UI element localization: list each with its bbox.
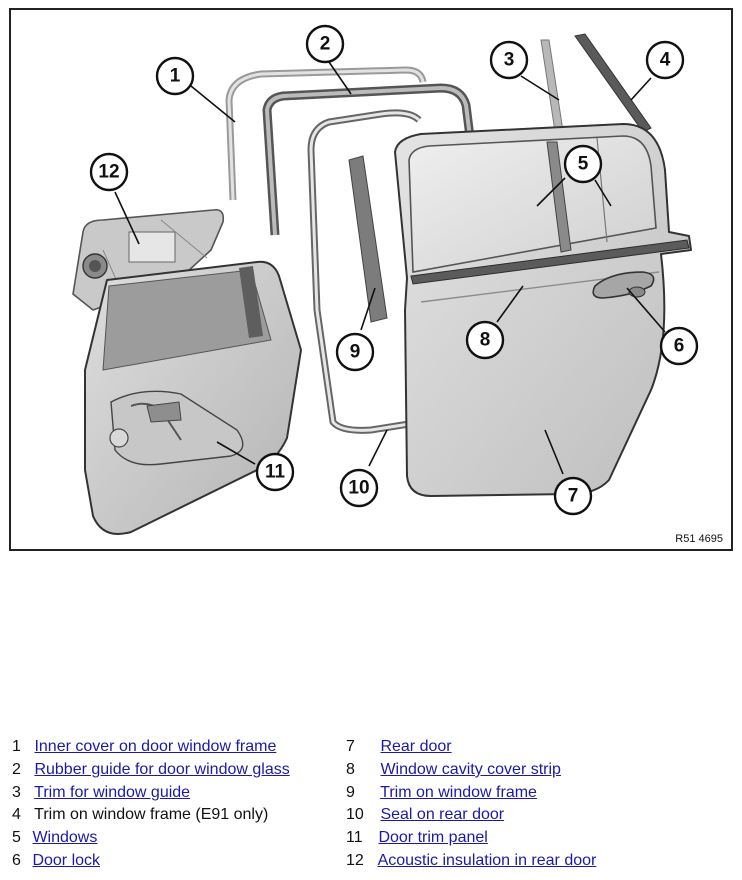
exploded-door-diagram: 1 2 3 4 5 6 7 8: [9, 8, 733, 551]
legend-item-10: 10 Seal on rear door: [346, 804, 504, 826]
leader-9: [360, 287, 376, 331]
legend-link-door-lock[interactable]: Door lock: [32, 852, 101, 869]
legend-link-rear-door[interactable]: Rear door: [380, 738, 452, 755]
legend-number: 4: [12, 806, 21, 823]
legend-item-3: 3 Trim for window guide: [12, 782, 190, 804]
legend-item-1: 1 Inner cover on door window frame: [12, 736, 276, 758]
callout-1: 1: [155, 56, 195, 96]
legend-text-window-frame-trim-e91: Trim on window frame (E91 only): [34, 806, 269, 823]
legend-number: 6: [12, 852, 21, 869]
callout-11: 11: [255, 452, 295, 492]
legend-number: 2: [12, 761, 21, 778]
callout-12: 12: [89, 152, 129, 192]
legend-number: 3: [12, 784, 21, 801]
svg-text:11: 11: [265, 462, 286, 483]
svg-text:8: 8: [480, 330, 491, 351]
legend-number: 5: [12, 829, 21, 846]
callout-9: 9: [335, 332, 375, 372]
legend-item-9: 9 Trim on window frame: [346, 782, 537, 804]
leader-12: [114, 191, 140, 245]
legend-link-rubber-guide[interactable]: Rubber guide for door window glass: [34, 761, 290, 778]
legend-number: 1: [12, 738, 21, 755]
leader-3: [520, 75, 560, 101]
svg-text:10: 10: [348, 478, 369, 499]
legend-item-8: 8 Window cavity cover strip: [346, 759, 561, 781]
svg-text:12: 12: [98, 162, 119, 183]
callout-10: 10: [339, 468, 379, 508]
svg-text:2: 2: [320, 34, 331, 55]
legend-item-11: 11 Door trim panel: [346, 827, 488, 849]
legend-number: 9: [346, 784, 355, 801]
legend-link-inner-cover[interactable]: Inner cover on door window frame: [34, 738, 277, 755]
callout-8: 8: [465, 320, 505, 360]
legend-link-acoustic-insulation[interactable]: Acoustic insulation in rear door: [377, 852, 597, 869]
legend-item-2: 2 Rubber guide for door window glass: [12, 759, 290, 781]
figure-reference-code: R51 4695: [675, 533, 723, 545]
callout-7: 7: [553, 476, 593, 516]
legend-link-door-seal[interactable]: Seal on rear door: [380, 806, 505, 823]
legend-number: 11: [346, 829, 363, 846]
callout-5: 5: [563, 144, 603, 184]
svg-text:4: 4: [660, 50, 671, 71]
leader-5b: [594, 179, 612, 207]
legend-number: 12: [346, 852, 364, 869]
legend-link-door-trim-panel[interactable]: Door trim panel: [378, 829, 488, 846]
leader-1: [190, 85, 236, 123]
leader-6: [626, 287, 666, 333]
svg-text:6: 6: [674, 336, 685, 357]
leader-7: [544, 429, 564, 475]
part-door-seal: [307, 109, 422, 434]
diagram-canvas: 1 2 3 4 5 6 7 8: [72, 24, 699, 535]
legend-item-4: 4 Trim on window frame (E91 only): [12, 804, 268, 826]
legend-link-window-cavity-strip[interactable]: Window cavity cover strip: [380, 761, 561, 778]
leader-lines: [114, 61, 666, 475]
parts-legend: 1 Inner cover on door window frame 2 Rub…: [0, 736, 742, 876]
leader-11: [216, 441, 256, 465]
part-door-trim-panel: [84, 260, 302, 535]
legend-item-6: 6 Door lock: [12, 850, 100, 872]
svg-text:7: 7: [568, 486, 579, 507]
legend-link-window-guide-trim[interactable]: Trim for window guide: [34, 784, 191, 801]
legend-number: 7: [346, 738, 355, 755]
leader-4: [630, 77, 652, 101]
svg-text:3: 3: [504, 50, 515, 71]
callout-3: 3: [489, 40, 529, 80]
legend-item-12: 12 Acoustic insulation in rear door: [346, 850, 596, 872]
callout-6: 6: [659, 326, 699, 366]
svg-text:1: 1: [170, 66, 181, 87]
leader-2: [328, 61, 352, 95]
legend-item-5: 5 Windows: [12, 827, 97, 849]
part-window-frame-trim: [348, 155, 388, 323]
callout-4: 4: [645, 40, 685, 80]
leader-5a: [536, 177, 566, 207]
callout-2: 2: [305, 24, 345, 64]
leader-10: [368, 429, 388, 467]
legend-link-windows[interactable]: Windows: [32, 829, 98, 846]
legend-number: 10: [346, 806, 364, 823]
legend-item-7: 7 Rear door: [346, 736, 452, 758]
svg-text:5: 5: [578, 154, 589, 175]
part-inner-cover: [225, 66, 427, 201]
legend-number: 8: [346, 761, 355, 778]
part-rubber-guide: [262, 83, 486, 236]
legend-link-window-frame-trim[interactable]: Trim on window frame: [380, 784, 537, 801]
svg-text:9: 9: [350, 342, 361, 363]
part-window-frame-trim-e91: [574, 33, 652, 133]
leader-8: [496, 285, 524, 323]
